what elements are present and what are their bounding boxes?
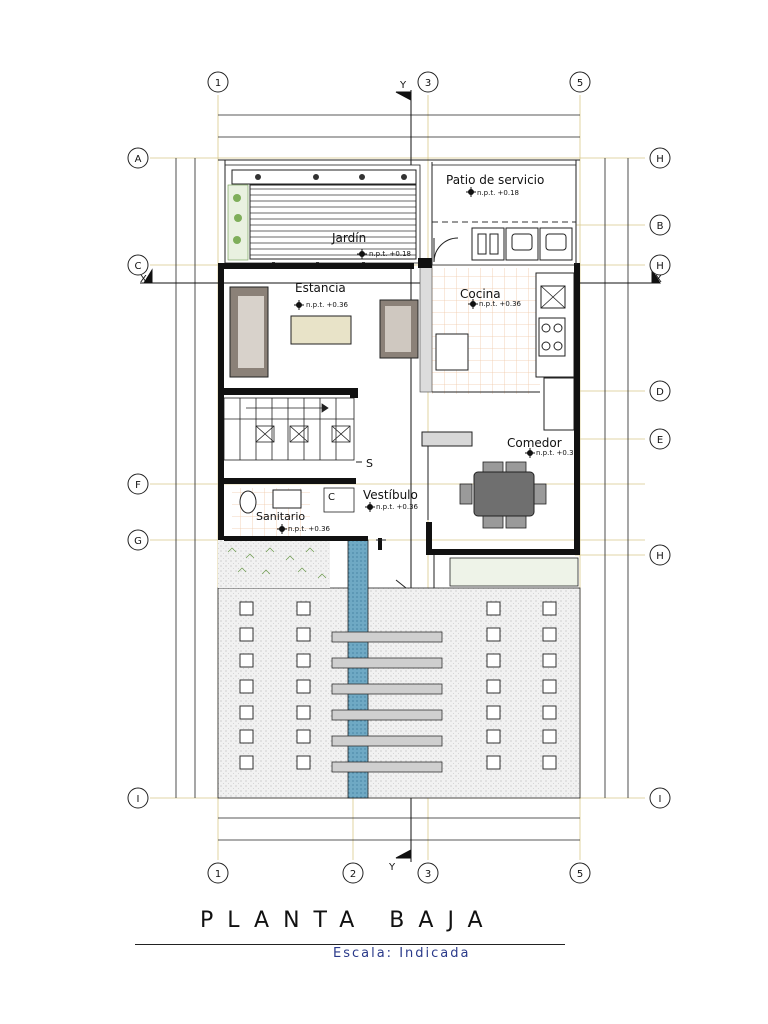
bar-counter (421, 431, 473, 447)
label-jardin: Jardín (331, 231, 366, 245)
wood-deck (249, 184, 417, 260)
plant-dots (233, 194, 242, 244)
dimension-lines (175, 114, 629, 841)
toilet (239, 490, 257, 514)
axis-bottom-5: 5 (577, 869, 583, 880)
section-y-top: Y (399, 80, 407, 91)
side-planter (449, 557, 579, 587)
stove (538, 317, 566, 357)
axis-left-c: C (135, 261, 142, 272)
section-x-right: X (655, 274, 662, 285)
label-comedor: Comedor (507, 436, 562, 450)
axis-top-3: 3 (425, 78, 431, 89)
staircase (223, 397, 355, 461)
axis-right-d: D (656, 387, 664, 398)
laundry-units (471, 227, 573, 261)
axis-right-e: E (657, 435, 663, 446)
fridge (435, 333, 469, 371)
label-closet: C (328, 492, 335, 503)
axis-right-i: I (659, 794, 662, 805)
paver-squares (239, 601, 557, 770)
plan-title: PLANTA BAJA (200, 908, 497, 933)
axis-right-b: B (657, 221, 664, 232)
closet-stair (323, 487, 355, 513)
axis-left-a: A (135, 154, 142, 165)
axis-top-5: 5 (577, 78, 583, 89)
planter-strip (218, 540, 330, 588)
water-channel (347, 539, 369, 799)
axis-left-f: F (135, 480, 141, 491)
label-stairs-up: S (366, 457, 373, 470)
section-x-left: X (140, 274, 147, 285)
coffee-table (290, 315, 352, 345)
stair-crosses (255, 425, 351, 443)
axis-right-h1: H (656, 154, 664, 165)
axis-bottom-2: 2 (350, 869, 356, 880)
section-y-bottom: Y (388, 862, 396, 873)
walls (218, 258, 580, 555)
label-estancia: Estancia (295, 281, 346, 295)
label-patio: Patio de servicio (446, 173, 544, 187)
axis-left-i: I (137, 794, 140, 805)
axis-right-h2: H (656, 261, 664, 272)
plan-scale: Escala: Indicada (333, 946, 471, 961)
side-counter (543, 377, 575, 431)
sofa-cushion (238, 296, 264, 368)
axis-right-h3: H (656, 551, 664, 562)
stepping-planks (331, 631, 443, 773)
level-comedor: n.p.t. +0.36 (536, 449, 579, 457)
axis-bubble-labels: 1 3 5 1 2 3 5 A C F G I H B H D E H I (134, 78, 664, 880)
garden-top-bar (231, 169, 417, 185)
level-jardin: n.p.t. +0.18 (369, 250, 411, 258)
level-estancia: n.p.t. +0.36 (306, 301, 349, 309)
label-cocina: Cocina (460, 287, 501, 301)
level-vestibulo: n.p.t. +0.36 (376, 503, 419, 511)
stone-wall (419, 261, 433, 393)
level-sanitario: n.p.t. +0.36 (288, 525, 331, 533)
level-patio: n.p.t. +0.18 (477, 189, 519, 197)
dining-set (459, 461, 547, 529)
label-sanitario: Sanitario (256, 510, 305, 523)
level-cocina: n.p.t. +0.36 (479, 300, 522, 308)
thin-walls (218, 159, 580, 589)
bathroom-sink (272, 489, 302, 509)
label-vestibulo: Vestíbulo (363, 488, 418, 502)
axis-left-g: G (134, 536, 142, 547)
armchair-cushion (385, 306, 411, 352)
level-markers (277, 187, 535, 534)
axis-bottom-1: 1 (215, 869, 221, 880)
axis-bottom-3: 3 (425, 869, 431, 880)
axis-top-1: 1 (215, 78, 221, 89)
axis-bubbles (127, 71, 671, 884)
kitchen-floor (432, 268, 540, 394)
title-underline (135, 944, 565, 945)
garden-plants (227, 184, 249, 261)
